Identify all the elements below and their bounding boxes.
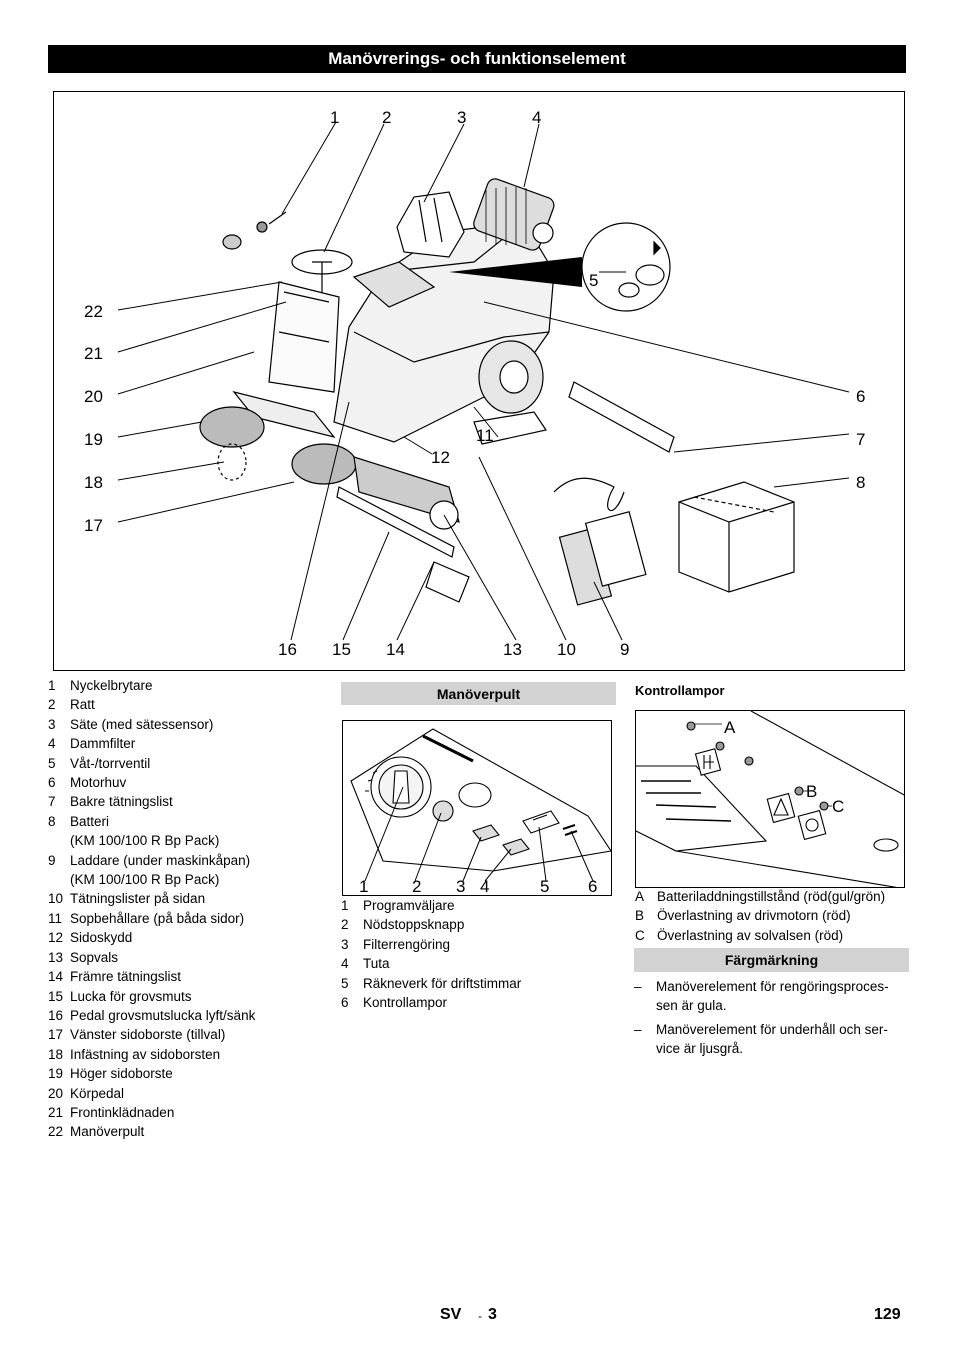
callout-9: 9 [620, 640, 629, 659]
color-coding-heading: Färgmärkning [634, 948, 909, 972]
callout-3: 3 [457, 108, 466, 127]
panel-callout-1: 1 [359, 877, 368, 896]
panel-callout-3: 3 [456, 877, 465, 896]
page-title: Manövrerings- och funktionselement [48, 45, 906, 73]
panel-callout-5: 5 [540, 877, 549, 896]
machine-drawing: 1 2 3 4 5 6 7 8 9 10 11 12 13 14 15 16 1… [84, 108, 865, 659]
indicator-lamps-drawing: A B C [636, 711, 904, 887]
list-item-sub: (KM 100/100 R Bp Pack) [70, 872, 220, 888]
callout-17: 17 [84, 516, 103, 535]
callout-22: 22 [84, 302, 103, 321]
callout-13: 13 [503, 640, 522, 659]
footer-section-page: 3 [488, 1306, 497, 1323]
lamp-callout-b: B [806, 782, 817, 801]
control-panel-heading: Manöverpult [341, 682, 616, 705]
color-coding-list: – Manöverelement för rengöringsproces-se… [634, 977, 909, 1063]
list-item-sub: (KM 100/100 R Bp Pack) [70, 833, 220, 849]
control-panel-figure: 1 2 3 4 5 6 [342, 720, 612, 896]
callout-20: 20 [84, 387, 103, 406]
callout-21: 21 [84, 344, 103, 363]
indicator-lamps-figure: A B C [635, 710, 905, 888]
callout-1: 1 [330, 108, 339, 127]
callout-12: 12 [431, 448, 450, 467]
callout-15: 15 [332, 640, 351, 659]
lamp-callout-a: A [724, 718, 736, 737]
panel-callout-6: 6 [588, 877, 597, 896]
panel-callout-2: 2 [412, 877, 421, 896]
machine-overview-figure: 1 2 3 4 5 6 7 8 9 10 11 12 13 14 15 16 1… [53, 91, 905, 671]
panel-callout-4: 4 [480, 877, 489, 896]
callout-19: 19 [84, 430, 103, 449]
footer-language: SV [440, 1306, 462, 1323]
callout-10: 10 [557, 640, 576, 659]
callout-7: 7 [856, 430, 865, 449]
callout-5: 5 [589, 271, 598, 290]
page-number: 129 [874, 1306, 901, 1323]
footer-separator: - [478, 1309, 482, 1323]
callout-11: 11 [476, 426, 494, 445]
callout-16: 16 [278, 640, 297, 659]
list-item: – Manöverelement för rengöringsproces-se… [634, 979, 889, 1014]
callout-2: 2 [382, 108, 391, 127]
indicator-lamps-heading: Kontrollampor [635, 683, 725, 698]
callout-14: 14 [386, 640, 405, 659]
callout-6: 6 [856, 387, 865, 406]
list-item: – Manöverelement för underhåll och ser-v… [634, 1021, 888, 1057]
control-panel-drawing: 1 2 3 4 5 6 [350, 728, 612, 896]
lamp-callout-c: C [832, 797, 844, 816]
callout-8: 8 [856, 473, 865, 492]
callout-4: 4 [532, 108, 541, 127]
callout-18: 18 [84, 473, 103, 492]
